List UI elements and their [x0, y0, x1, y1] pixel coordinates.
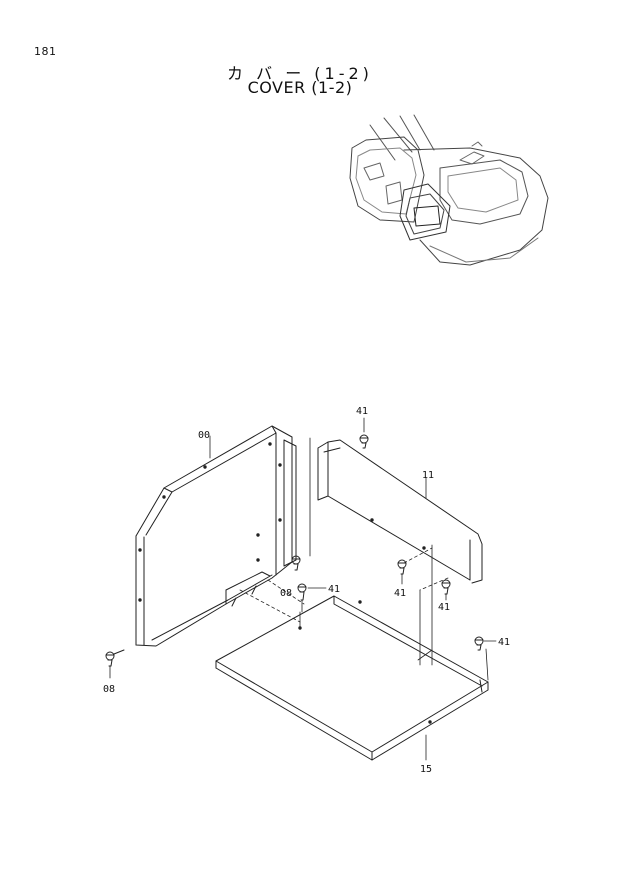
callout-11: 11	[422, 470, 434, 481]
bolt-41-mid-right	[397, 559, 407, 575]
part-15-floor-cover	[215, 595, 489, 761]
callout-15: 15	[420, 764, 432, 775]
part-11-rear-panel	[317, 439, 483, 584]
assembly-lines	[239, 437, 489, 681]
bolt-08-middle	[291, 555, 301, 571]
callout-41-far-right: 41	[498, 637, 510, 648]
excavator-overview	[349, 114, 549, 266]
bolt-08-bottom-left	[105, 649, 125, 667]
title-japanese: カ バ ー (1-2)	[227, 64, 373, 83]
callout-41-mid-left: 41	[328, 584, 340, 595]
bolt-41-right	[441, 579, 451, 595]
callout-41-top: 41	[356, 406, 368, 417]
callout-leaders	[109, 417, 497, 761]
callout-41-mid-right: 41	[394, 588, 406, 599]
callout-08-bottom-left: 08	[103, 684, 115, 695]
bolt-41-far-right	[474, 636, 484, 651]
bolt-41-top	[359, 434, 369, 449]
callout-00: 00	[198, 430, 210, 441]
page-number: 181	[34, 45, 57, 58]
part-00-side-cover	[135, 425, 297, 647]
callout-08-middle: 08	[280, 588, 292, 599]
title-english: COVER (1-2)	[247, 78, 353, 97]
bolt-41-mid-left	[297, 583, 307, 601]
callout-41-right: 41	[438, 602, 450, 613]
